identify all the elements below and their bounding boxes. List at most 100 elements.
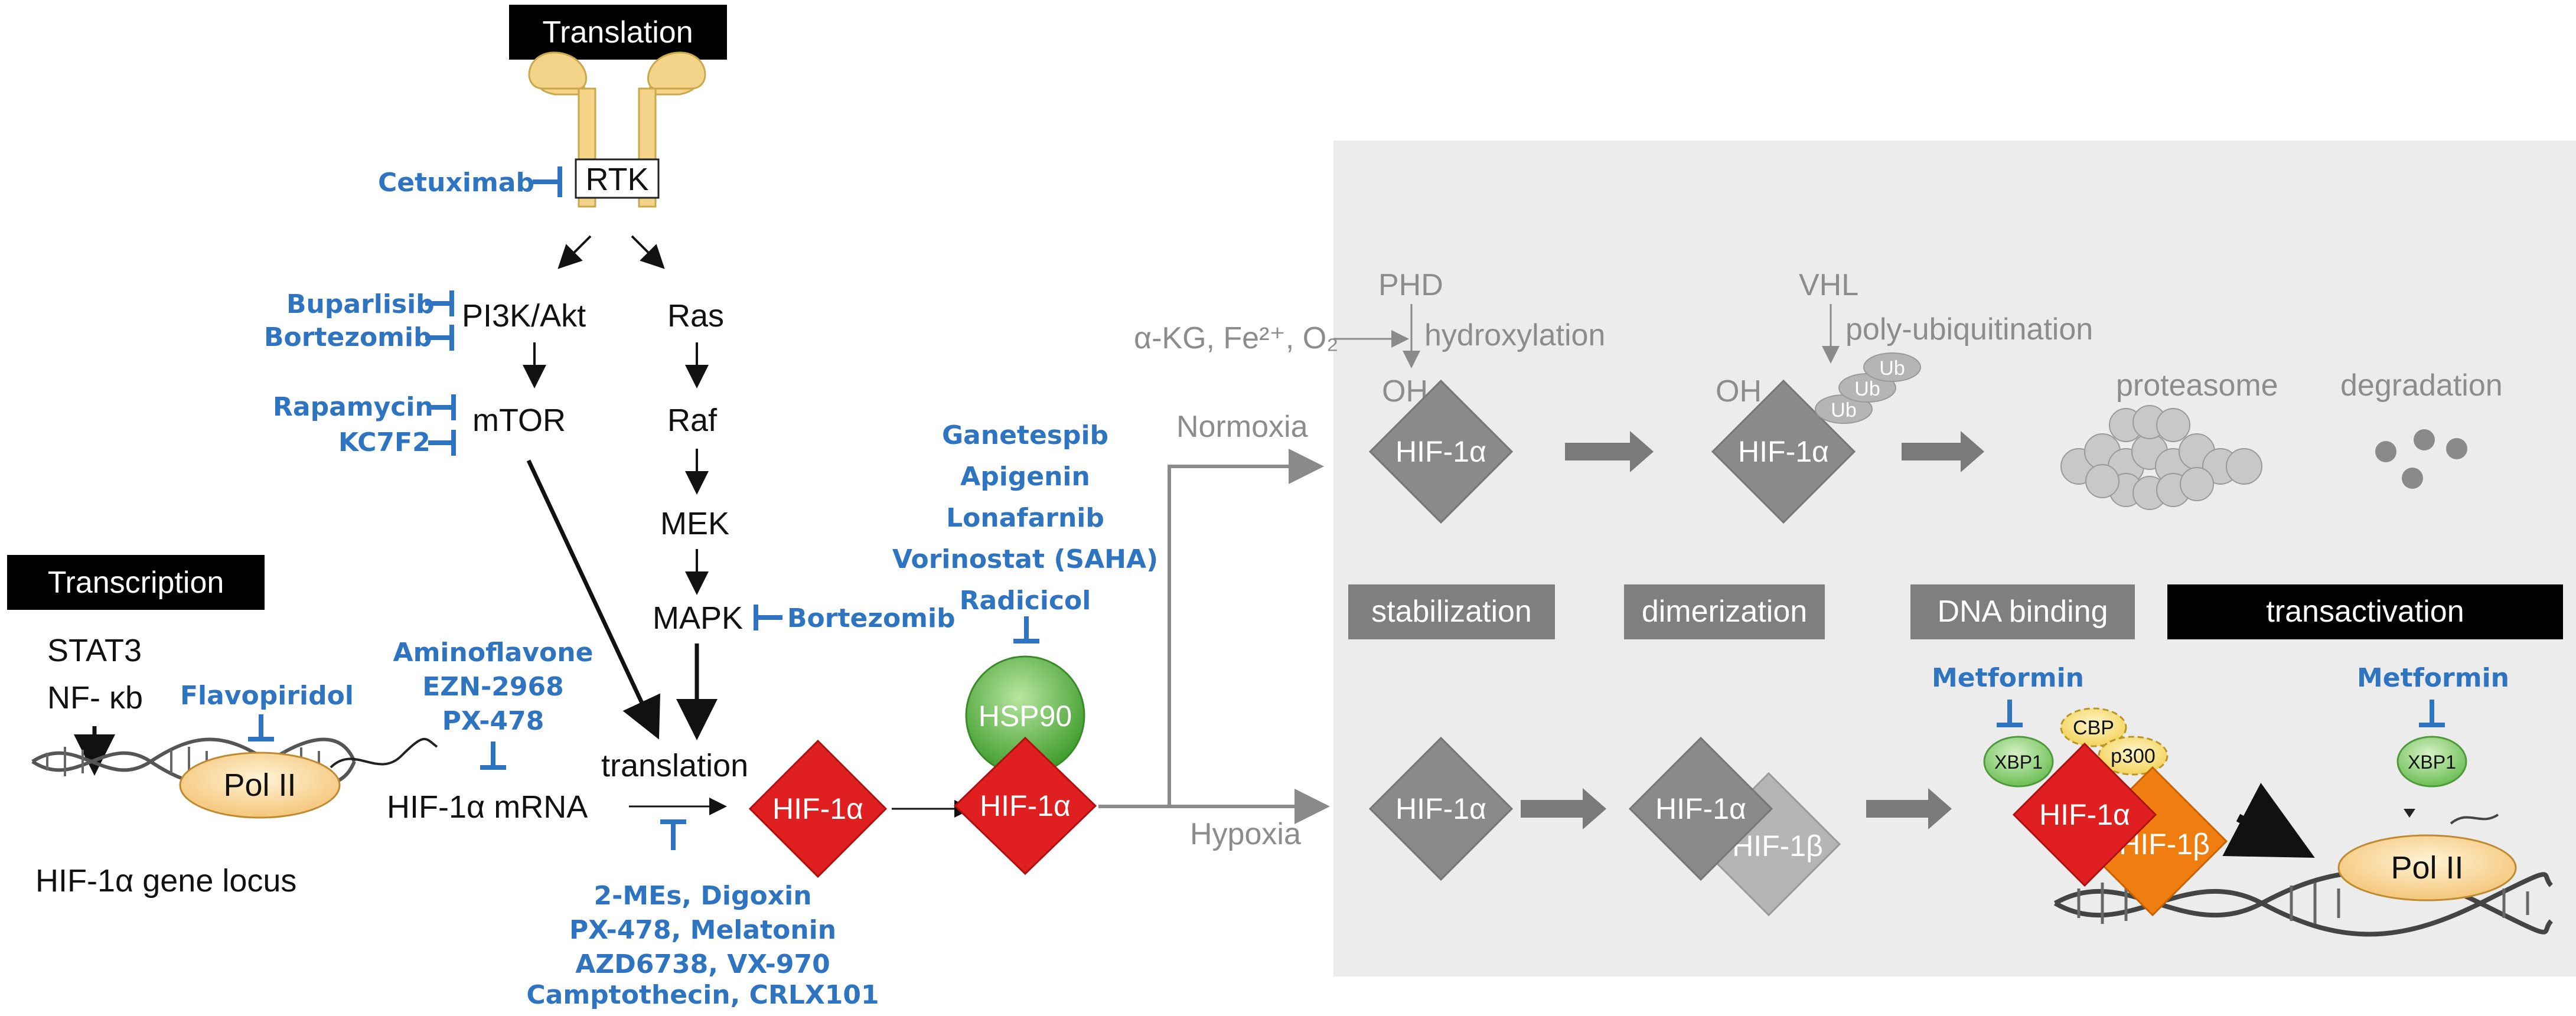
normoxia-arrow-1: [1565, 431, 1654, 472]
cetuximab-inhibit: [533, 166, 562, 197]
hsp90-drugs-inhibit: [1013, 616, 1039, 643]
hif1a-translation-label: HIF-1α: [772, 792, 863, 825]
poly-ub-label: poly-ubiquitination: [1845, 312, 2093, 347]
mrna-drugs-inhibit: [480, 741, 506, 770]
normoxia-arrow-2: [1902, 431, 1984, 472]
translation-word: translation: [601, 748, 748, 783]
translation-drug-4: Camptothecin, CRLX101: [526, 980, 879, 1010]
dna-rungs-right: [2077, 883, 2529, 924]
mtor-label: mTOR: [472, 403, 566, 438]
hsp90-label: HSP90: [979, 700, 1072, 733]
mrna-drug-2: EZN-2968: [422, 672, 564, 702]
hif1b-dimer-label: HIF-1β: [1732, 829, 1823, 863]
dimerization-label: dimerization: [1642, 594, 1807, 629]
xbp1-2-label: XBP1: [2408, 752, 2456, 773]
p300-bubble: [2098, 736, 2169, 776]
metformin-2-inhibit: [2419, 700, 2445, 727]
translation-drug-2: PX-478, Melatonin: [569, 915, 836, 945]
stabilization-label: stabilization: [1371, 594, 1532, 629]
mek-label: MEK: [660, 506, 729, 541]
dna-binding-label: DNA binding: [1937, 594, 2108, 629]
flavopiridol-label: Flavopiridol: [180, 681, 354, 711]
rtk-to-pi3k-arrow: [557, 235, 592, 269]
hypoxia-label: Hypoxia: [1190, 817, 1301, 851]
transactivation-arrow: [2222, 783, 2315, 858]
hif1a-diamond-dimer: [1628, 736, 1773, 881]
proteasome-label: proteasome: [2116, 368, 2278, 403]
hif1a-normoxia-2-label: HIF-1α: [1738, 435, 1829, 468]
transactivation-box: [2167, 584, 2563, 639]
hif1a-diamond-hsp: [953, 736, 1097, 875]
hif1a-dimer-label: HIF-1α: [1655, 792, 1746, 825]
translation-drug-3: AZD6738, VX-970: [575, 949, 830, 979]
ub-label-1: Ub: [1831, 399, 1856, 422]
ub-label-3: Ub: [1879, 357, 1905, 380]
stat3-label: STAT3: [47, 633, 142, 668]
hif1a-hsp-label: HIF-1α: [980, 789, 1071, 822]
bortezomib-pi3k-inhibit: [425, 325, 454, 351]
degradation-label: degradation: [2340, 368, 2503, 403]
hif1a-diamond-stabilization: [1368, 736, 1514, 881]
hif1a-diamond-normoxia-1: [1368, 379, 1514, 524]
oh-label-2: OH: [1716, 374, 1762, 409]
metformin-2-label: Metformin: [2357, 663, 2509, 693]
mrna-strand: [330, 737, 438, 769]
buparlisib-label: Buparlisib: [286, 289, 435, 319]
mapk-label: MAPK: [653, 600, 743, 636]
rtk-label: RTK: [585, 162, 648, 197]
ubiquitin-chain: [1815, 352, 1921, 424]
hsp90-drug-3: Lonafarnib: [946, 503, 1104, 533]
kc7f2-inhibit: [428, 430, 456, 456]
hif1a-dna-label: HIF-1α: [2039, 798, 2130, 831]
hif1a-diamond-translation: [748, 739, 888, 878]
p300-label: p300: [2111, 745, 2156, 767]
translation-header-box: [509, 5, 727, 60]
transactivation-label: transactivation: [2266, 594, 2464, 629]
translation-drug-1: 2-MEs, Digoxin: [594, 881, 811, 911]
transcription-header: Transcription: [48, 566, 224, 600]
rapamycin-label: Rapamycin: [273, 392, 433, 422]
pol2-left-label: Pol II: [223, 767, 296, 803]
pol2-left: [179, 752, 341, 819]
flavopiridol-inhibit: [248, 714, 274, 741]
hypoxia-arrow-1: [1521, 788, 1606, 829]
metformin-1-inhibit: [1997, 700, 2023, 727]
hif1a-stabilization-label: HIF-1α: [1395, 792, 1486, 825]
phd-label: PHD: [1378, 268, 1443, 302]
xbp1-1-label: XBP1: [1994, 752, 2043, 773]
bortezomib-mapk-label: Bortezomib: [787, 603, 956, 633]
cetuximab-label: Cetuximab: [378, 168, 534, 198]
ras-label: Ras: [667, 298, 724, 334]
mrna-label: HIF-1α mRNA: [387, 789, 588, 825]
transcription-header-box: [7, 555, 265, 610]
vhl-label: VHL: [1799, 268, 1858, 302]
hsp90-drug-1: Ganetespib: [942, 420, 1108, 450]
mtor-to-translation-arrow: [526, 459, 660, 740]
xbp1-pointer-icon: [2404, 809, 2415, 818]
raf-label: Raf: [667, 403, 718, 438]
hif1a-diamond-dna: [2012, 742, 2157, 887]
hypoxia-arrow-2: [1866, 788, 1952, 829]
mrna-strand-right: [2450, 814, 2499, 825]
cbp-label: CBP: [2073, 717, 2114, 739]
normoxia-panel: [1333, 141, 2576, 580]
hsp90-drug-2: Apigenin: [960, 462, 1090, 492]
gene-locus-label: HIF-1α gene locus: [35, 863, 296, 899]
normoxia-branch: [1098, 449, 1324, 808]
stabilization-box: [1348, 584, 1555, 639]
rapamycin-inhibit: [428, 394, 456, 420]
degradation-fragments: [2375, 429, 2467, 489]
hsp90-drug-4: Vorinostat (SAHA): [892, 544, 1158, 574]
cbp-bubble: [2060, 707, 2127, 747]
pol2-right-label: Pol II: [2391, 850, 2463, 886]
mrna-drug-1: Aminoflavone: [393, 638, 594, 668]
buparlisib-inhibit: [425, 290, 454, 316]
translation-header: Translation: [542, 15, 693, 50]
rtk-receptor-icon: [528, 51, 706, 208]
hydroxylation-label: hydroxylation: [1424, 318, 1605, 352]
ub-label-2: Ub: [1854, 378, 1880, 400]
rtk-to-ras-arrow: [631, 235, 665, 269]
mrna-drug-3: PX-478: [442, 706, 544, 736]
nfkb-label: NF- κb: [47, 680, 143, 716]
